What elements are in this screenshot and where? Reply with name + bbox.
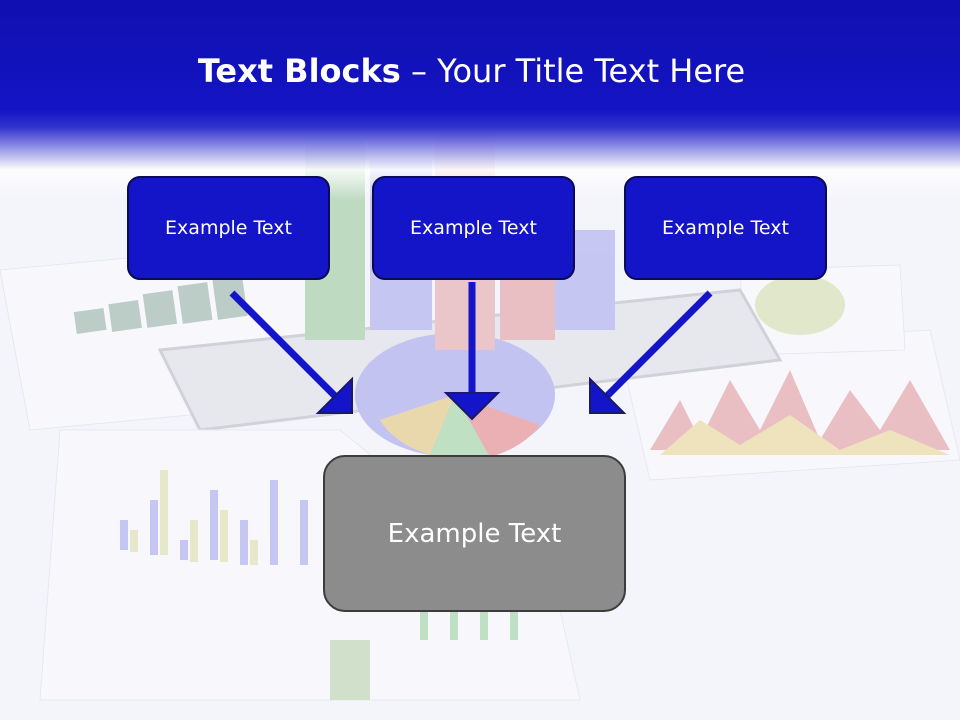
text-block-3[interactable]: Example Text (624, 176, 827, 280)
text-block-2-label: Example Text (410, 217, 537, 239)
slide-title: Text Blocks – Your Title Text Here (0, 52, 943, 90)
text-block-2[interactable]: Example Text (372, 176, 575, 280)
arrow-center (443, 282, 501, 421)
text-block-3-label: Example Text (662, 217, 789, 239)
text-block-1[interactable]: Example Text (127, 176, 330, 280)
title-rest-part: – Your Title Text Here (400, 52, 746, 90)
text-block-1-label: Example Text (165, 217, 292, 239)
header-band (0, 0, 960, 200)
result-block-label: Example Text (387, 518, 562, 549)
result-block[interactable]: Example Text (323, 455, 626, 612)
arrow-right (589, 290, 713, 414)
title-bold-part: Text Blocks (197, 52, 401, 90)
arrow-left (229, 290, 353, 414)
